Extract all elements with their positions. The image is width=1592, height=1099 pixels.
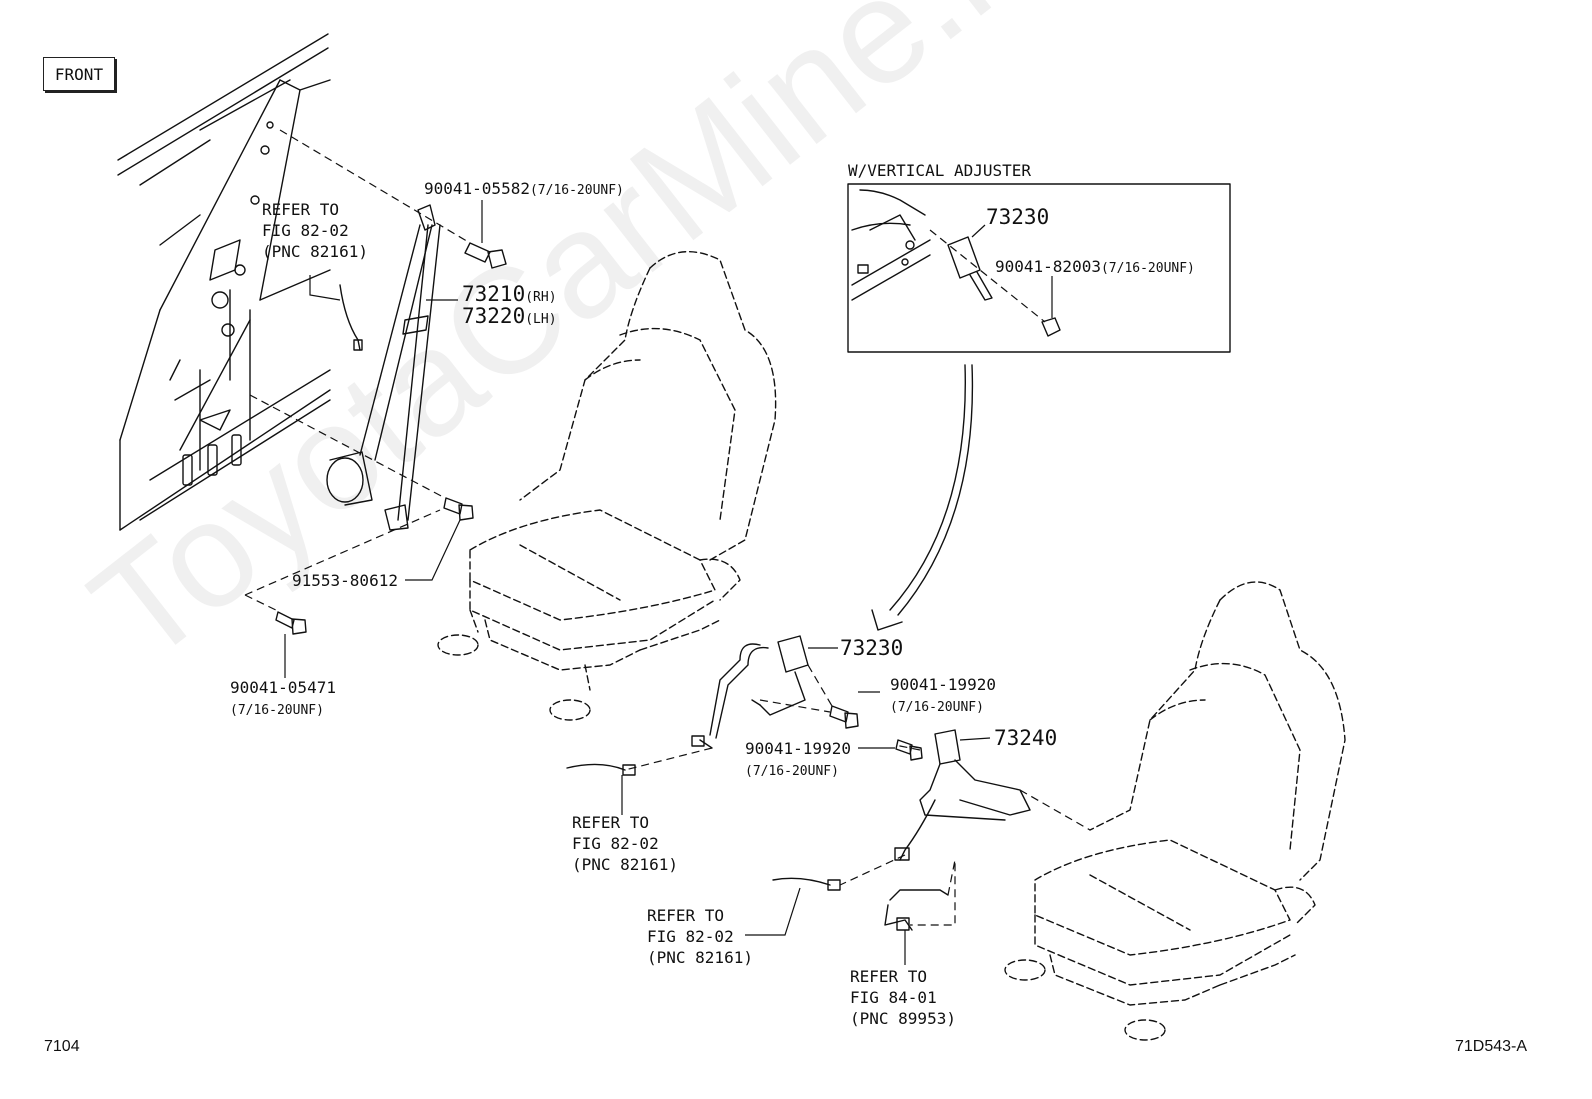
b-pillar-body bbox=[117, 33, 331, 531]
ref-sensor-line3: (PNC 89953) bbox=[850, 1009, 956, 1028]
front-seat-belt-assembly bbox=[326, 204, 441, 531]
inset-bolt: 90041-82003 bbox=[995, 257, 1101, 276]
ref-right-harness: REFER TO FIG 82-02 (PNC 82161) bbox=[647, 905, 753, 968]
bolt-buckle-b-label: 90041-19920 (7/16-20UNF) bbox=[745, 738, 851, 782]
bolt-90041-05471 bbox=[275, 611, 307, 635]
harness-left bbox=[566, 763, 636, 776]
bolt-mid-label: 91553-80612 bbox=[292, 571, 398, 590]
bolt-upper-spec: (7/16-20UNF) bbox=[529, 183, 624, 198]
inset-vertical-adjuster bbox=[847, 183, 1231, 353]
sensor-harness bbox=[884, 889, 949, 931]
ref-pillar-line3: (PNC 82161) bbox=[262, 242, 368, 261]
ref-left-harness: REFER TO FIG 82-02 (PNC 82161) bbox=[572, 812, 678, 875]
belt-rh-label: 73210(RH) bbox=[462, 283, 557, 309]
front-seat bbox=[437, 251, 777, 721]
ref-sensor: REFER TO FIG 84-01 (PNC 89953) bbox=[850, 966, 956, 1029]
belt-rh-number: 73210 bbox=[462, 282, 526, 306]
belt-lh-side: (LH) bbox=[525, 312, 557, 327]
bolt-lower-spec: (7/16-20UNF) bbox=[230, 703, 324, 718]
inset-part-73230: 73230 bbox=[986, 205, 1050, 229]
bolt-buckle-b-number: 90041-19920 bbox=[745, 739, 851, 758]
inset-bolt-spec: (7/16-20UNF) bbox=[1100, 261, 1195, 276]
bolt-lower-label: 90041-05471 (7/16-20UNF) bbox=[230, 677, 336, 721]
bolt-buckle-a-label: 90041-19920 (7/16-20UNF) bbox=[890, 674, 996, 718]
ref-pillar-line2: FIG 82-02 bbox=[262, 221, 349, 240]
page-code: 7104 bbox=[44, 1038, 80, 1055]
bolt-lower-number: 90041-05471 bbox=[230, 678, 336, 697]
bolt-90041-05582 bbox=[464, 242, 507, 269]
inset-bolt-number: 90041-82003(7/16-20UNF) bbox=[995, 256, 1195, 279]
ref-left-line1: REFER TO bbox=[572, 813, 650, 832]
buckle-73230-label: 73230 bbox=[840, 636, 904, 660]
ref-left-line2: FIG 82-02 bbox=[572, 834, 659, 853]
ref-pillar-line1: REFER TO bbox=[262, 200, 340, 219]
ref-sensor-line2: FIG 84-01 bbox=[850, 988, 937, 1007]
bolt-91553-80612 bbox=[443, 497, 474, 521]
buckle-73240 bbox=[894, 729, 1031, 861]
ref-sensor-line1: REFER TO bbox=[850, 967, 928, 986]
buckle-73230 bbox=[691, 635, 809, 749]
bolt-90041-19920-b bbox=[895, 739, 923, 761]
belt-lh-label: 73220(LH) bbox=[462, 305, 557, 331]
front-label: FRONT bbox=[54, 64, 104, 84]
ref-pillar: REFER TO FIG 82-02 (PNC 82161) bbox=[262, 199, 368, 262]
inset-title: W/VERTICAL ADJUSTER bbox=[848, 161, 1032, 180]
bolt-upper-label: 90041-05582(7/16-20UNF) bbox=[424, 178, 624, 201]
bolt-buckle-b-spec: (7/16-20UNF) bbox=[745, 764, 839, 779]
rear-seat-right bbox=[1004, 581, 1346, 1041]
bolt-buckle-a-spec: (7/16-20UNF) bbox=[890, 700, 984, 715]
belt-lh-number: 73220 bbox=[462, 304, 526, 328]
bolt-upper-number: 90041-05582 bbox=[424, 179, 530, 198]
bolt-90041-19920-a bbox=[829, 705, 859, 729]
figure-code: 71D543-A bbox=[1455, 1038, 1528, 1055]
ref-left-line3: (PNC 82161) bbox=[572, 855, 678, 874]
buckle-73240-label: 73240 bbox=[994, 726, 1058, 750]
ref-right-line3: (PNC 82161) bbox=[647, 948, 753, 967]
front-indicator: FRONT bbox=[43, 57, 115, 91]
ref-right-line1: REFER TO bbox=[647, 906, 725, 925]
bolt-buckle-a-number: 90041-19920 bbox=[890, 675, 996, 694]
belt-rh-side: (RH) bbox=[525, 290, 557, 305]
harness-right bbox=[772, 877, 841, 891]
inset-arrow bbox=[871, 364, 974, 631]
ref-right-line2: FIG 82-02 bbox=[647, 927, 734, 946]
